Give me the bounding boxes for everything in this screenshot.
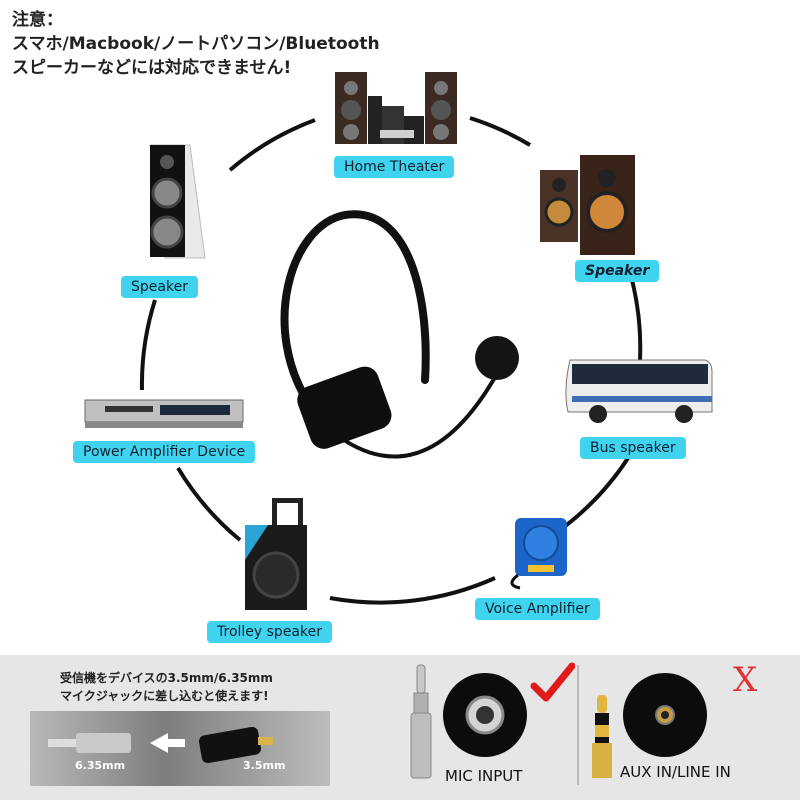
voice-amplifier-image bbox=[510, 518, 567, 590]
size-6-35mm-label: 6.35mm bbox=[75, 759, 126, 772]
size-3-5mm-label: 3.5mm bbox=[243, 759, 286, 772]
connection-circle bbox=[139, 116, 643, 605]
home-theater-image bbox=[335, 72, 457, 144]
label-home-theater: Home Theater bbox=[334, 156, 455, 178]
instruction-line-1: 受信機をデバイスの3.5mm/6.35mm bbox=[60, 671, 273, 685]
instruction-line-2: マイクジャックに差し込むと使えます! bbox=[60, 689, 269, 703]
trolley-speaker-image bbox=[245, 498, 307, 610]
label-trolley-speaker: Trolley speaker bbox=[207, 621, 332, 643]
check-icon bbox=[530, 662, 575, 702]
adapter-graphic bbox=[48, 726, 273, 764]
mic-input-label: MIC INPUT bbox=[445, 767, 523, 785]
plug-6-35mm-image bbox=[410, 664, 432, 779]
receiver-adapter-photo bbox=[30, 711, 330, 786]
mic-jack-socket-image bbox=[443, 673, 527, 757]
aux-jack-socket-image bbox=[623, 673, 707, 757]
note-line-1: 注意： bbox=[12, 10, 63, 30]
headset-mic-image bbox=[280, 210, 519, 459]
dvd-player-image bbox=[84, 399, 244, 428]
jack-comparison-graphic bbox=[410, 664, 707, 785]
speaker-tower-image bbox=[149, 144, 206, 259]
note-line-3: スピーカーなどには対応できません! bbox=[12, 58, 292, 78]
device-circle-diagram bbox=[84, 72, 713, 610]
bus-image bbox=[565, 359, 713, 423]
label-speaker-right: Speaker bbox=[575, 260, 660, 282]
plug-3-5mm-image bbox=[592, 695, 612, 778]
instruction-text: 受信機をデバイスの3.5mm/6.35mm マイクジャックに差し込むと使えます! bbox=[60, 669, 273, 705]
label-voice-amplifier: Voice Amplifier bbox=[475, 598, 600, 620]
wood-speakers-image bbox=[540, 155, 635, 255]
aux-line-in-label: AUX IN/LINE IN bbox=[620, 763, 731, 781]
label-speaker-left: Speaker bbox=[121, 276, 198, 298]
note-line-2: スマホ/Macbook/ノートパソコン/Bluetooth bbox=[12, 34, 380, 54]
connection-info-panel: 受信機をデバイスの3.5mm/6.35mm マイクジャックに差し込むと使えます!… bbox=[0, 655, 800, 800]
label-bus-speaker: Bus speaker bbox=[580, 437, 686, 459]
compatibility-note: 注意： スマホ/Macbook/ノートパソコン/Bluetooth スピーカーな… bbox=[12, 8, 380, 80]
cross-icon: X bbox=[733, 660, 758, 700]
label-power-amplifier: Power Amplifier Device bbox=[73, 441, 256, 463]
